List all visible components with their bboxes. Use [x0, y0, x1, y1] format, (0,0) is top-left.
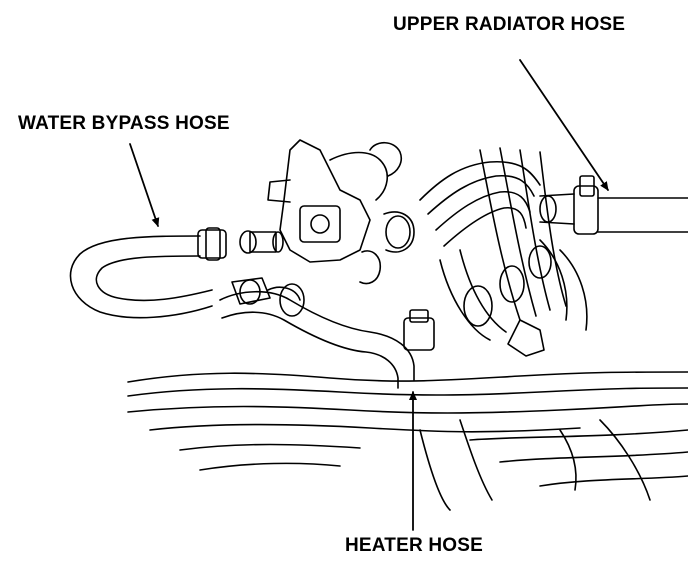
water-bypass-leader — [129, 143, 160, 227]
manifold-lines — [127, 371, 688, 511]
water-bypass-hose-drawing — [69, 227, 284, 319]
water-bypass-hose-label: WATER BYPASS HOSE — [18, 113, 230, 134]
heater-hose-label: HEATER HOSE — [345, 535, 484, 556]
spark-plug-wires — [419, 147, 567, 357]
upper-radiator-hose-outlet — [539, 175, 688, 331]
heater-hose-drawing — [219, 250, 435, 389]
upper-radiator-leader — [519, 59, 609, 191]
upper-radiator-hose-label: UPPER RADIATOR HOSE — [393, 14, 626, 35]
thermostat-housing-drawing — [267, 139, 415, 263]
